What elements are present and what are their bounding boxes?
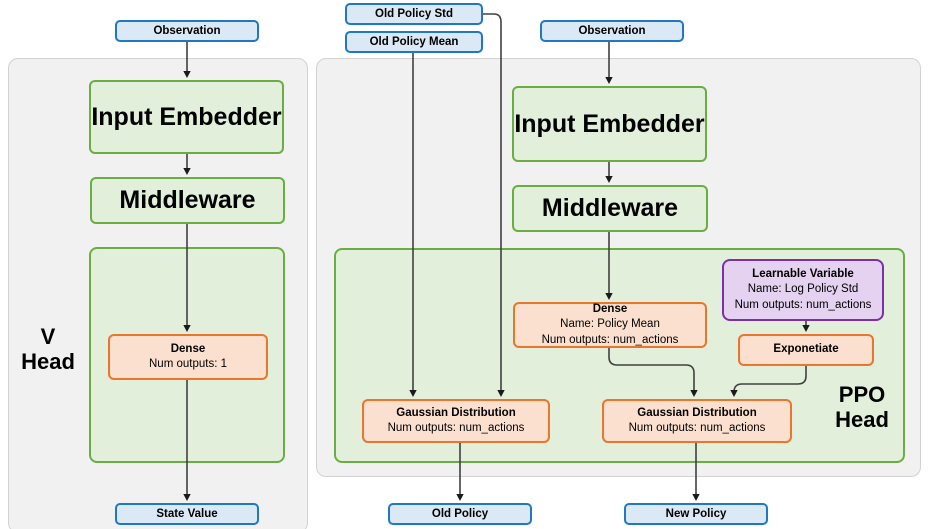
ppo-head-middleware[interactable]: Middleware xyxy=(512,185,708,232)
exponentiate-title: Exponetiate xyxy=(773,343,839,356)
ppo-head-exponentiate[interactable]: Exponetiate xyxy=(738,334,874,366)
ppo-dense-name: Name: Policy Mean xyxy=(560,318,660,331)
v-head-dense-outputs: Num outputs: 1 xyxy=(149,358,227,370)
ppo-dense-title: Dense xyxy=(592,303,628,316)
input-observation-ppo[interactable]: Observation xyxy=(540,20,684,42)
input-observation-v[interactable]: Observation xyxy=(115,20,259,42)
ppo-head-dense-policy-mean[interactable]: Dense Name: Policy Mean Num outputs: num… xyxy=(513,302,707,348)
ppo-head-group-label: PPO Head xyxy=(835,382,889,433)
learnable-variable-title: Learnable Variable xyxy=(752,267,854,280)
output-old-policy[interactable]: Old Policy xyxy=(388,503,532,525)
gaussian-old-outputs: Num outputs: num_actions xyxy=(387,422,525,434)
v-head-dense-title: Dense xyxy=(170,342,206,355)
ppo-head-gaussian-old-policy[interactable]: Gaussian Distribution Num outputs: num_a… xyxy=(362,399,550,443)
output-new-policy[interactable]: New Policy xyxy=(624,503,768,525)
v-head-group-label: V Head xyxy=(21,324,75,375)
gaussian-new-title: Gaussian Distribution xyxy=(637,406,757,419)
v-head-input-embedder[interactable]: Input Embedder xyxy=(89,80,284,154)
ppo-head-input-embedder[interactable]: Input Embedder xyxy=(512,86,707,162)
v-head-dense[interactable]: Dense Num outputs: 1 xyxy=(108,334,268,380)
learnable-variable-outputs: Num outputs: num_actions xyxy=(734,298,872,311)
ppo-dense-outputs: Num outputs: num_actions xyxy=(541,333,679,346)
output-state-value[interactable]: State Value xyxy=(115,503,259,525)
ppo-head-gaussian-new-policy[interactable]: Gaussian Distribution Num outputs: num_a… xyxy=(602,399,792,443)
gaussian-old-title: Gaussian Distribution xyxy=(396,406,516,419)
learnable-variable-name: Name: Log Policy Std xyxy=(747,283,859,296)
gaussian-new-outputs: Num outputs: num_actions xyxy=(628,422,766,434)
ppo-head-learnable-variable[interactable]: Learnable Variable Name: Log Policy Std … xyxy=(722,259,884,321)
v-head-middleware[interactable]: Middleware xyxy=(90,177,285,224)
input-old-policy-mean[interactable]: Old Policy Mean xyxy=(345,31,483,53)
input-old-policy-std[interactable]: Old Policy Std xyxy=(345,3,483,25)
